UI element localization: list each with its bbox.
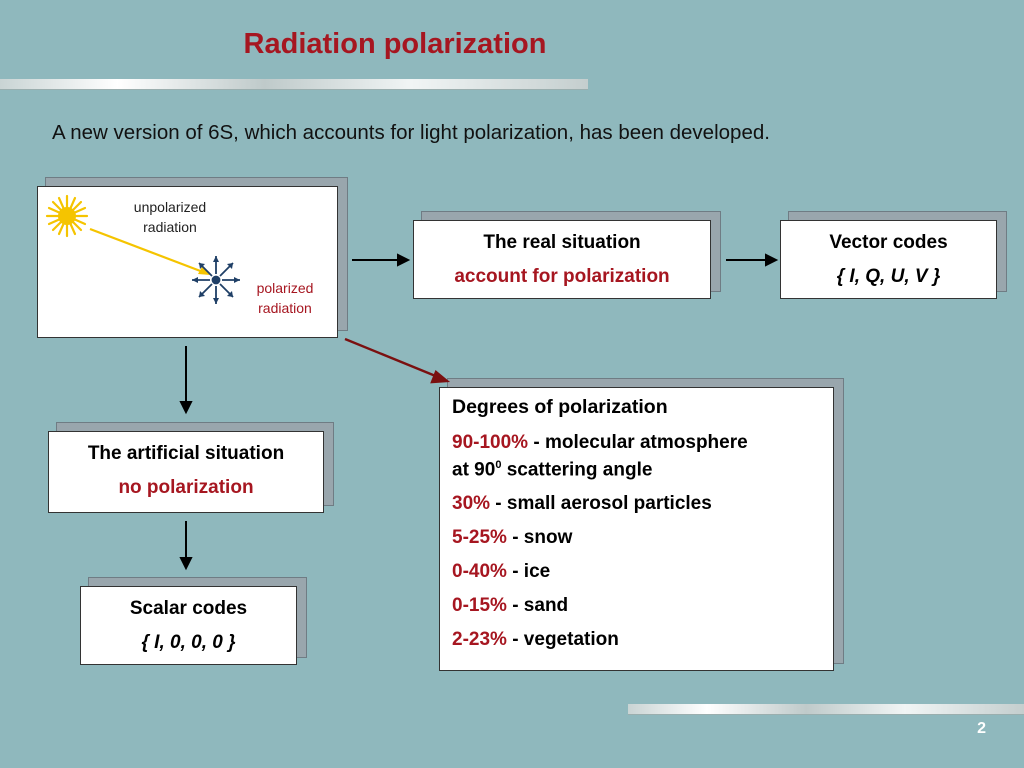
degree-item: 2-23% - vegetation	[452, 629, 619, 651]
illustration-graphic	[45, 194, 240, 304]
arrow-right-icon	[726, 253, 779, 267]
artificial-situation-subtitle: no polarization	[118, 477, 254, 498]
title-divider	[0, 79, 588, 89]
unpolarized-label: unpolarized radiation	[133, 199, 207, 235]
scalar-codes-set: { I, 0, 0, 0 }	[141, 632, 236, 653]
degrees-heading: Degrees of polarization	[452, 396, 668, 418]
ray-arrow-icon	[89, 227, 210, 275]
arrow-right-icon	[352, 253, 411, 267]
polarized-star-icon	[192, 256, 240, 304]
arrow-down-icon	[179, 346, 193, 415]
polarized-label: polarized radiation	[256, 280, 314, 316]
real-situation-box: The real situation account for polarizat…	[413, 220, 711, 299]
footer-divider	[628, 704, 1024, 714]
illustration-box: unpolarized radiation polarized radiatio…	[37, 186, 338, 338]
degree-item: 0-15% - sand	[452, 595, 569, 617]
intro-text: A new version of 6S, which accounts for …	[52, 121, 770, 144]
arrow-diagonal-icon	[344, 337, 451, 384]
degree-item: 90-100% - molecular atmosphere at 900 sc…	[452, 432, 748, 481]
arrow-down-icon	[179, 521, 193, 571]
artificial-situation-box: The artificial situation no polarization	[48, 431, 324, 513]
real-situation-title: The real situation	[483, 232, 641, 253]
scalar-codes-box: Scalar codes { I, 0, 0, 0 }	[80, 586, 297, 665]
degree-item: 5-25% - snow	[452, 527, 573, 549]
vector-codes-set: { I, Q, U, V }	[836, 266, 941, 287]
vector-codes-title: Vector codes	[829, 232, 948, 253]
degree-item: 0-40% - ice	[452, 561, 551, 583]
vector-codes-box: Vector codes { I, Q, U, V }	[780, 220, 997, 299]
scalar-codes-title: Scalar codes	[129, 598, 248, 619]
degrees-box: Degrees of polarization 90-100% - molecu…	[439, 387, 834, 671]
degree-item: 30% - small aerosol particles	[452, 493, 712, 515]
real-situation-subtitle: account for polarization	[454, 266, 670, 287]
artificial-situation-title: The artificial situation	[87, 443, 285, 464]
sun-icon	[45, 194, 89, 238]
page-number: 2	[977, 720, 986, 737]
slide-title: Radiation polarization	[243, 28, 547, 60]
